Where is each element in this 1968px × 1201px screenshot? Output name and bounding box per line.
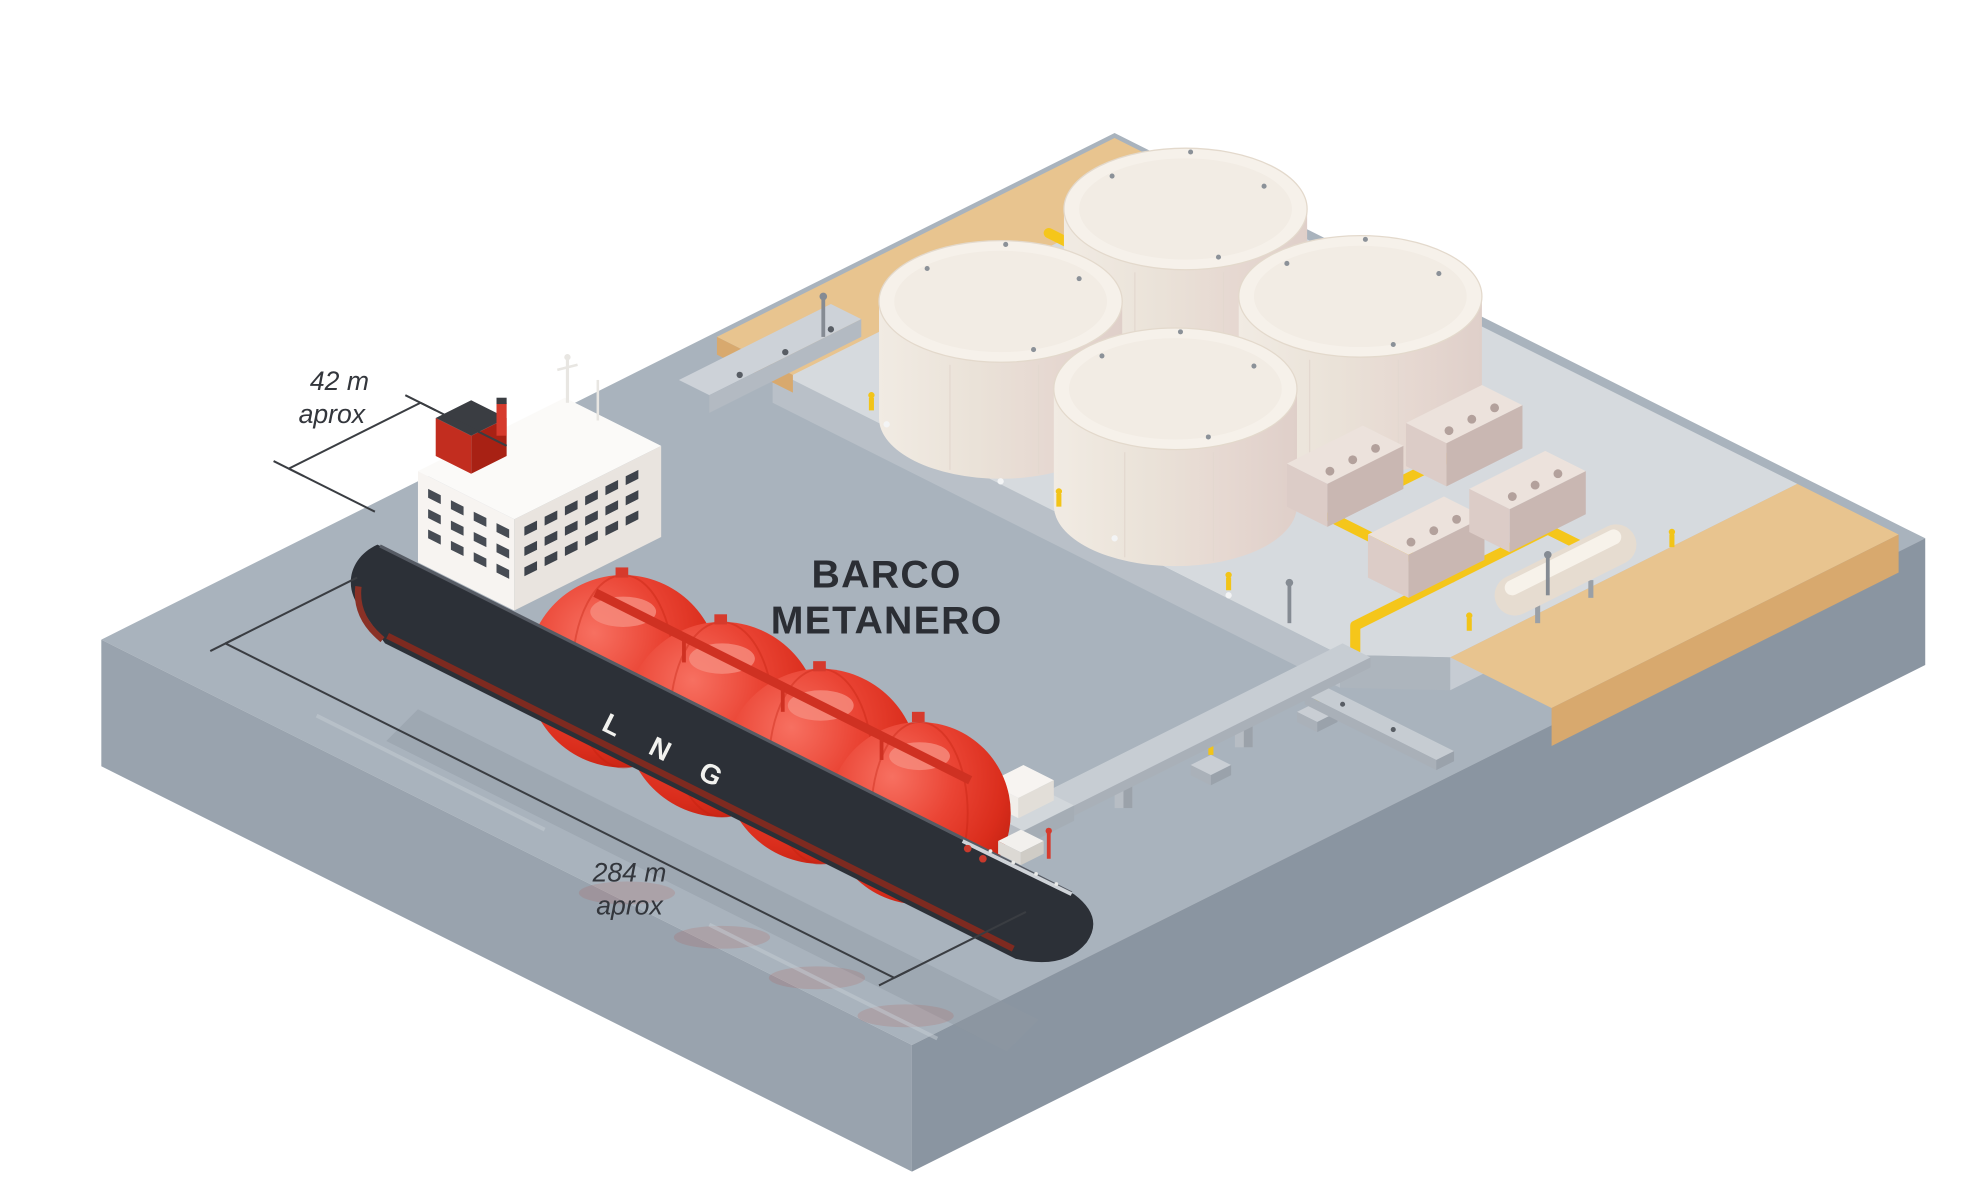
unit-vents	[1507, 469, 1563, 501]
dimension-beam: 42 m aprox	[273, 366, 508, 513]
dimension-length: 284 m aprox	[209, 576, 1027, 987]
lamp-post	[1285, 578, 1294, 624]
window-grid-right	[524, 469, 639, 577]
unit-face-right	[1446, 405, 1523, 487]
hull-waterline	[386, 633, 1015, 952]
tank-roof-fittings	[924, 241, 1082, 353]
tank-roof-fittings	[1099, 329, 1257, 440]
unit-vents	[1325, 443, 1380, 476]
annotations: 42 m aprox 284 m aprox BARCO METANERO	[209, 366, 1027, 987]
water-front-face-right	[911, 538, 1926, 1172]
quay-bollards	[883, 421, 1232, 599]
unit-vents	[1444, 403, 1500, 436]
breakwater-pier	[1304, 685, 1455, 771]
pressure-vessel	[1494, 524, 1637, 624]
unit-face-right	[1509, 471, 1586, 553]
scene-root: L N G 42 m aprox 284 m aprox BARCO METAN…	[101, 132, 1926, 1172]
sand-strip-right	[1450, 483, 1899, 709]
unit-vents	[1406, 514, 1462, 547]
lamp-post	[819, 292, 828, 337]
unit-face-left	[1367, 534, 1409, 598]
bow-details	[963, 827, 1059, 886]
equipment-unit-1	[1286, 425, 1404, 527]
dome-catwalk	[593, 588, 973, 785]
beam-value: 42 m	[310, 366, 369, 396]
unit-face-left	[1286, 463, 1328, 527]
title-line-1: BARCO	[811, 553, 961, 597]
hull	[350, 544, 1094, 963]
unit-top	[1405, 385, 1523, 444]
unit-top	[1469, 450, 1586, 510]
superstructure-roof	[417, 397, 662, 520]
street-furniture	[819, 292, 1676, 631]
tank-roof-inner	[1069, 338, 1282, 440]
equipment-unit-4	[1469, 450, 1586, 553]
lng-ship: L N G	[315, 354, 1094, 1052]
length-value: 284 m	[592, 858, 667, 888]
tank-roof-inner	[894, 250, 1108, 353]
title-label: BARCO METANERO	[771, 553, 1003, 643]
superstructure-face-left	[417, 471, 515, 611]
deck-edge	[379, 544, 1073, 895]
small-pier-deck	[678, 303, 862, 396]
lamp-post	[1543, 550, 1552, 596]
tank-roof-fittings	[1109, 149, 1267, 260]
mooring-dolphin-1	[1190, 742, 1232, 786]
equipment-unit-3	[1367, 496, 1485, 598]
equipment-unit-2	[1405, 385, 1523, 487]
storage-tanks	[878, 147, 1483, 567]
ship-reflection	[315, 709, 1039, 1052]
tank-seams	[1124, 452, 1215, 562]
unit-face-right	[1327, 445, 1404, 527]
sand-strip-right-face	[1551, 534, 1899, 747]
tank-roof-inner	[1253, 245, 1467, 348]
bow-bulwark	[961, 839, 1073, 896]
water-streaks	[315, 713, 939, 1041]
tank-roof-fittings	[1284, 236, 1442, 348]
stern-boot-top	[354, 586, 385, 643]
mast	[556, 354, 600, 421]
length-qualifier: aprox	[596, 890, 664, 920]
superstructure-face-right	[514, 445, 662, 611]
unit-face-left	[1405, 423, 1447, 487]
unit-top	[1286, 425, 1404, 484]
jetty-face	[998, 657, 1371, 854]
equipment-units	[1286, 385, 1637, 624]
water-front-face-left	[101, 639, 912, 1172]
title-line-2: METANERO	[771, 598, 1003, 642]
hydrant-posts	[868, 392, 1676, 631]
superstructure	[417, 354, 662, 611]
small-pier-face	[709, 319, 862, 413]
small-pier-bollards	[736, 326, 835, 379]
jetty-walkway	[970, 643, 1371, 844]
unit-top	[1367, 496, 1485, 555]
small-pier	[678, 303, 862, 413]
beam-qualifier: aprox	[299, 399, 367, 429]
tank-seams	[949, 364, 1040, 474]
window-grid-left	[428, 488, 510, 579]
unit-face-left	[1469, 488, 1510, 553]
tank-roof-inner	[1079, 158, 1292, 260]
unit-face-right	[1408, 516, 1485, 598]
storage-tank-4	[1053, 327, 1298, 567]
